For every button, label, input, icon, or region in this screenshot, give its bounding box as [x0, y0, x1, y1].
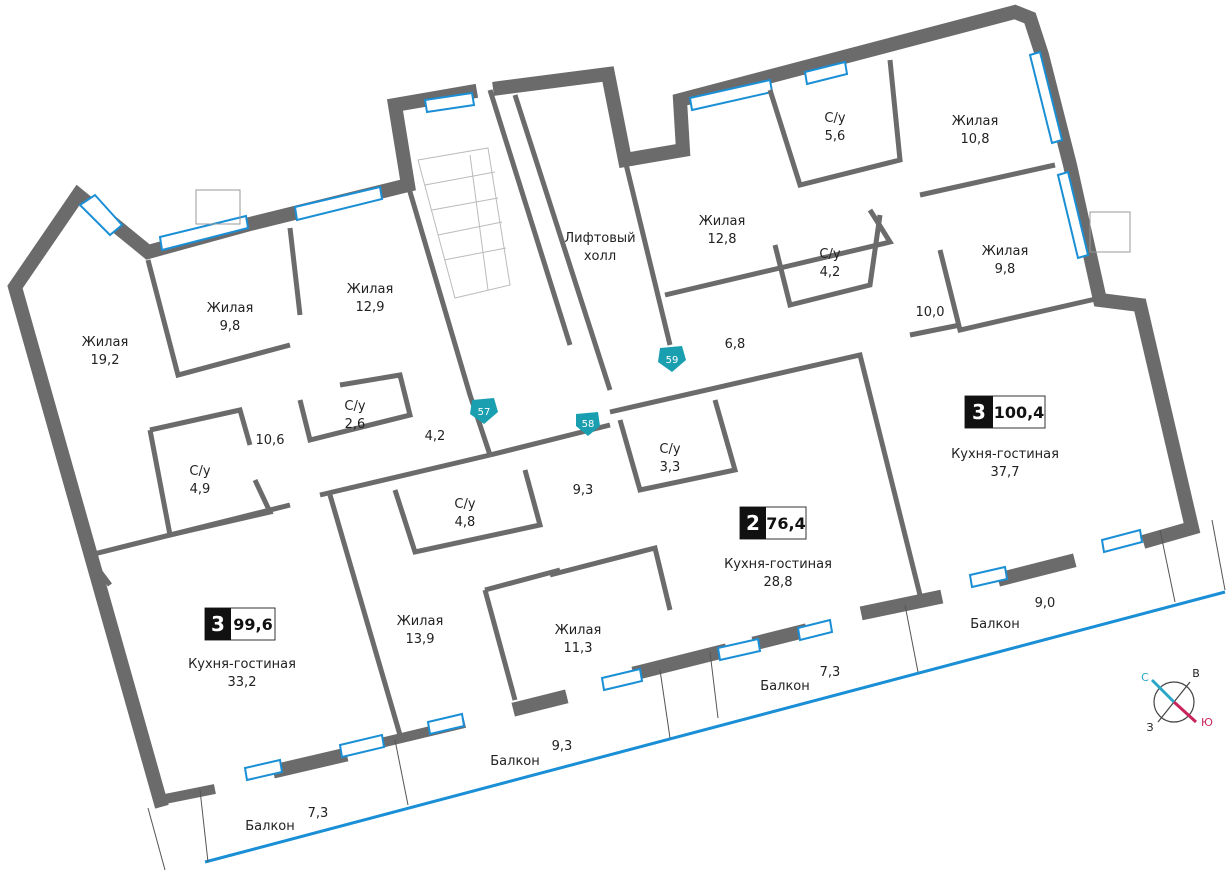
- compass-west: З: [1146, 721, 1153, 734]
- room-name: Жилая: [347, 282, 394, 297]
- balcony-area: 9,3: [552, 739, 573, 754]
- corridor-area: 6,8: [725, 337, 746, 352]
- room-name: Жилая: [555, 623, 602, 638]
- corridor-area: 4,2: [425, 429, 446, 444]
- interior-walls: [89, 59, 1101, 736]
- room-area: 5,6: [825, 129, 846, 144]
- corridor-area: 9,3: [573, 483, 594, 498]
- room-area: 12,9: [356, 300, 385, 315]
- room-area: 9,8: [995, 262, 1016, 277]
- windows: [78, 50, 1144, 782]
- corridor-area: 10,6: [256, 433, 285, 448]
- svg-text:59: 59: [666, 355, 679, 366]
- apartment-badge[interactable]: 3 100,4: [964, 395, 1046, 429]
- lift-hall-label: Лифтовый: [564, 231, 635, 246]
- room-name: Жилая: [207, 301, 254, 316]
- room-name: С/у: [454, 497, 475, 512]
- entrance-marker-57[interactable]: 57: [470, 398, 498, 424]
- room-name: С/у: [344, 399, 365, 414]
- entrance-marker-59[interactable]: 59: [658, 346, 686, 372]
- compass: С В Ю З: [1141, 667, 1213, 734]
- room-area: 4,9: [190, 482, 211, 497]
- room-area: 19,2: [91, 353, 120, 368]
- room-area: 2,6: [345, 417, 366, 432]
- room-name: С/у: [659, 442, 680, 457]
- apartment-badge[interactable]: 2 76,4: [739, 506, 807, 540]
- balcony-labels: Балкон 9,0 Балкон 7,3 Балкон 9,3 Балкон …: [245, 596, 1055, 834]
- corridor-area: 10,0: [916, 305, 945, 320]
- room-area: 37,7: [991, 465, 1020, 480]
- apartment-area: 76,4: [766, 514, 805, 533]
- room-labels: Жилая 19,2 Жилая 9,8 Жилая 12,9 С/у 2,6 …: [82, 111, 1059, 690]
- room-name: Жилая: [82, 335, 129, 350]
- balcony-area: 7,3: [308, 806, 329, 821]
- compass-east: В: [1192, 667, 1200, 680]
- balcony-name: Балкон: [245, 819, 295, 834]
- compass-north: С: [1141, 671, 1149, 684]
- room-name: С/у: [819, 247, 840, 262]
- room-name: Кухня-гостиная: [724, 557, 832, 572]
- apartment-rooms: 2: [746, 511, 760, 535]
- balcony-name: Балкон: [490, 754, 540, 769]
- balcony-name: Балкон: [970, 617, 1020, 632]
- room-area: 9,8: [220, 319, 241, 334]
- apartment-rooms: 3: [972, 400, 986, 424]
- room-name: Кухня-гостиная: [188, 657, 296, 672]
- room-area: 11,3: [564, 641, 593, 656]
- room-area: 12,8: [708, 232, 737, 247]
- room-name: С/у: [824, 111, 845, 126]
- svg-text:58: 58: [582, 419, 595, 430]
- compass-south: Ю: [1201, 716, 1213, 729]
- room-area: 28,8: [764, 575, 793, 590]
- apartment-badge[interactable]: 3 99,6: [204, 607, 276, 641]
- room-name: Жилая: [397, 614, 444, 629]
- room-name: С/у: [189, 464, 210, 479]
- balcony-area: 9,0: [1035, 596, 1056, 611]
- balcony-name: Балкон: [760, 679, 810, 694]
- room-area: 4,2: [820, 265, 841, 280]
- room-area: 4,8: [455, 515, 476, 530]
- apartment-area: 100,4: [994, 403, 1045, 422]
- room-area: 13,9: [406, 632, 435, 647]
- lift-hall-label: холл: [584, 249, 616, 264]
- room-area: 10,8: [961, 132, 990, 147]
- entrance-marker-58[interactable]: 58: [576, 412, 600, 436]
- apartment-area: 99,6: [233, 615, 272, 634]
- room-name: Кухня-гостиная: [951, 447, 1059, 462]
- balconies-outline: [147, 519, 1226, 871]
- room-name: Жилая: [952, 114, 999, 129]
- balcony-area: 7,3: [820, 665, 841, 680]
- room-name: Жилая: [982, 244, 1029, 259]
- room-area: 3,3: [660, 460, 681, 475]
- room-name: Жилая: [699, 214, 746, 229]
- svg-text:57: 57: [478, 407, 491, 418]
- apartment-rooms: 3: [211, 612, 225, 636]
- room-area: 33,2: [228, 675, 257, 690]
- staircase: [417, 147, 511, 299]
